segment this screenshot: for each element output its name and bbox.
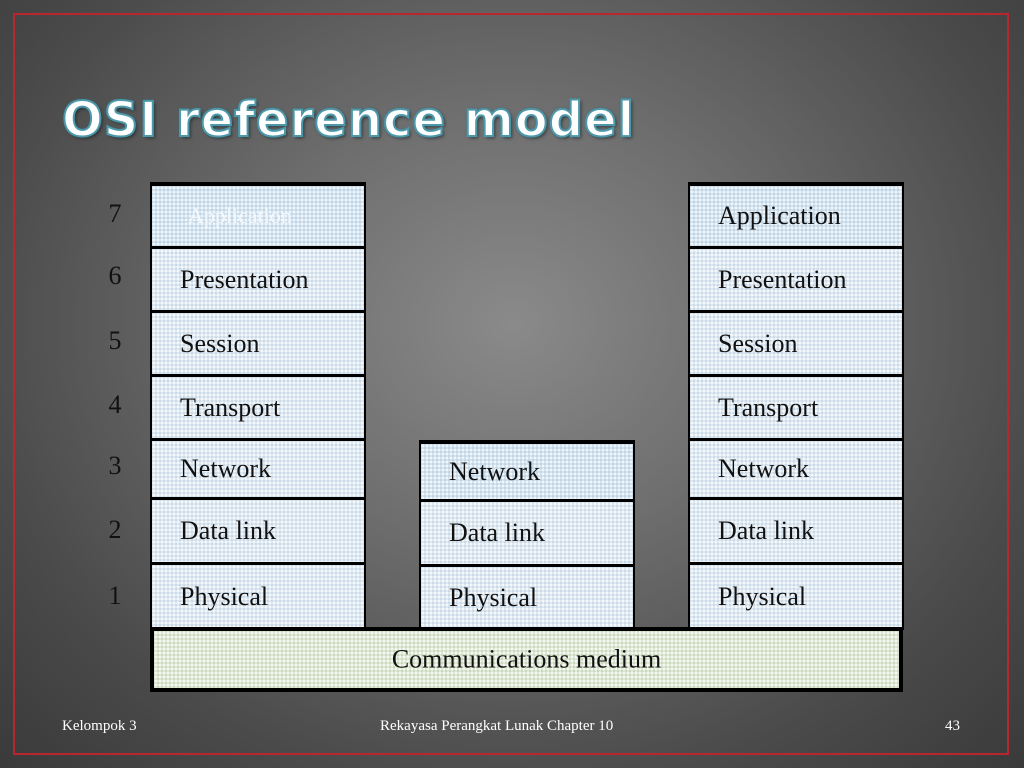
slide-title: OSI reference model (61, 91, 636, 149)
medium-fill (154, 631, 899, 688)
right-layer-transport: Transport (690, 377, 902, 438)
layer-label: Application (718, 201, 841, 230)
footer-left: Kelompok 3 (62, 718, 137, 734)
left-layer-physical: Physical (152, 565, 364, 628)
right-layer-physical: Physical (690, 565, 902, 628)
left-layer-data-link: Data link (152, 500, 364, 562)
layer-label: Session (180, 328, 260, 358)
left-layer-session: Session (152, 313, 364, 374)
layer-label: Presentation (180, 264, 309, 294)
layer-number-4: 4 (108, 390, 122, 419)
middle-osi-stack: Network Data link Physical (419, 440, 635, 630)
layer-number-3: 3 (108, 451, 122, 480)
middle-layer-data-link: Data link (421, 502, 633, 564)
layer-label: Network (449, 456, 540, 486)
layer-label: Network (718, 454, 809, 483)
layer-number-1: 1 (108, 581, 122, 610)
right-layer-session: Session (690, 313, 902, 374)
slide-frame (13, 13, 1009, 755)
layer-label: Transport (180, 392, 281, 422)
layer-label: Application (188, 203, 292, 228)
left-layer-transport: Transport (152, 377, 364, 438)
left-osi-stack: Application Presentation Session Transpo… (150, 182, 366, 630)
communications-medium: Communications medium (150, 627, 903, 692)
right-layer-network: Network (690, 441, 902, 497)
layer-label: Session (718, 328, 798, 358)
left-layer-application: Application (152, 186, 364, 246)
layer-number-2: 2 (108, 515, 122, 544)
right-layer-application: Application (690, 186, 902, 246)
layer-label: Physical (449, 582, 538, 612)
right-osi-stack: Application Presentation Session Transpo… (688, 182, 904, 630)
medium-label: Communications medium (391, 643, 662, 673)
layer-label: Network (180, 454, 271, 483)
layer-number-6: 6 (108, 261, 122, 290)
layer-label: Physical (718, 581, 807, 611)
middle-layer-network: Network (421, 444, 633, 499)
right-layer-presentation: Presentation (690, 249, 902, 310)
left-layer-presentation: Presentation (152, 249, 364, 310)
right-layer-data-link: Data link (690, 500, 902, 562)
footer-center: Rekayasa Perangkat Lunak Chapter 10 (380, 718, 614, 734)
layer-label: Transport (718, 392, 819, 422)
layer-label: Physical (180, 581, 269, 611)
layer-label: Data link (180, 516, 277, 545)
layer-number-7: 7 (108, 199, 122, 228)
layer-label: Data link (718, 516, 815, 545)
left-layer-network: Network (152, 441, 364, 497)
layer-label: Data link (449, 518, 546, 547)
layer-label: Presentation (718, 264, 847, 294)
middle-layer-physical: Physical (421, 567, 633, 628)
layer-number-5: 5 (108, 326, 122, 355)
footer-page-number: 43 (945, 718, 960, 734)
